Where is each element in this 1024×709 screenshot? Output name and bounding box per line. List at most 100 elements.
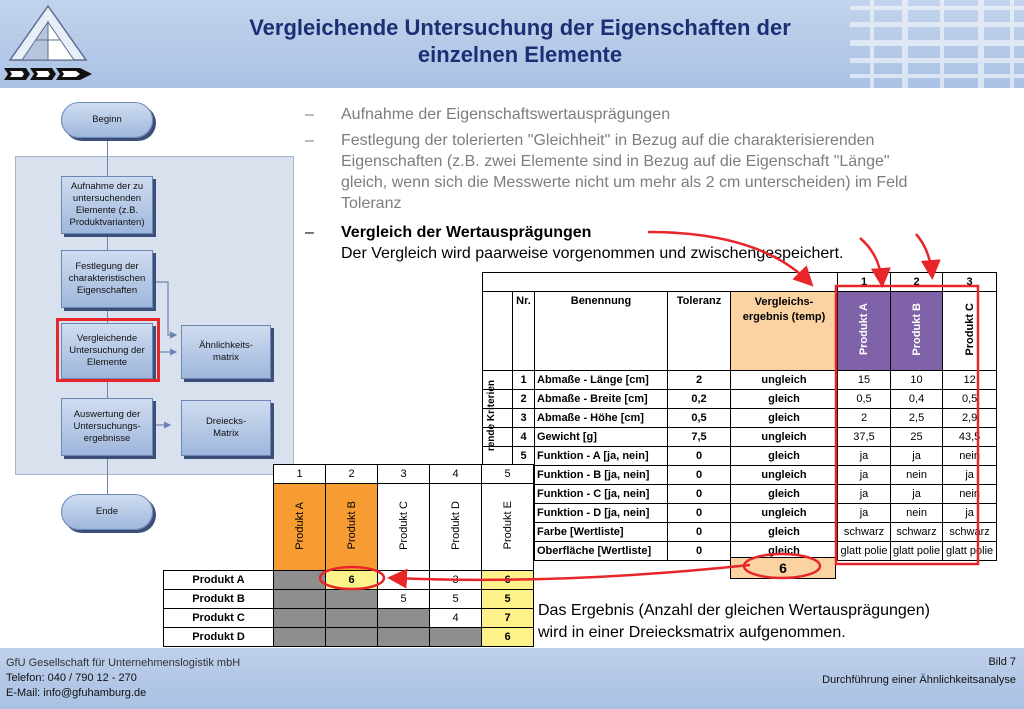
cell-produkt-b: ja [889, 446, 944, 466]
cell-produkt-a: schwarz [837, 522, 891, 542]
matrix-cell: 6 [377, 570, 430, 590]
table-cell [482, 291, 513, 371]
cell-vergleich: gleich [730, 484, 838, 504]
cell-vergleich: ungleich [730, 370, 838, 390]
cell-nr: 5 [512, 446, 535, 466]
header-product: Produkt C [942, 291, 998, 371]
cell-toleranz: 0 [667, 503, 731, 523]
matrix-cell: 5 [481, 589, 534, 609]
cell-benennung: Abmaße - Länge [cm] [534, 370, 668, 390]
cell-toleranz: 0 [667, 465, 731, 485]
cell-benennung: Abmaße - Höhe [cm] [534, 408, 668, 428]
cell-produkt-b: glatt polie [889, 541, 944, 561]
matrix-col-number: 2 [325, 464, 378, 484]
cell-produkt-c: nein [942, 484, 998, 504]
matrix-cell-empty [325, 627, 378, 647]
result-description: Das Ergebnis (Anzahl der gleichen Wertau… [538, 602, 930, 641]
matrix-cell-empty [325, 589, 378, 609]
matrix-cell: 7 [481, 608, 534, 628]
footer-contact: GfU Gesellschaft für Unternehmenslogisti… [6, 656, 240, 701]
cell-vergleich: ungleich [730, 503, 838, 523]
flow-step-vergleichende-untersuchung: Vergleichende Untersuchung der Elemente [61, 323, 153, 379]
cell-produkt-c: schwarz [942, 522, 998, 542]
page-number: Bild 7 [988, 656, 1016, 668]
cell-produkt-a: ja [837, 503, 891, 523]
gfu-logo-icon [4, 4, 92, 80]
cell-produkt-a: ja [837, 484, 891, 504]
cell-produkt-c: 0,5 [942, 389, 998, 409]
cell-produkt-b: nein [889, 503, 944, 523]
header-nr: Nr. [512, 291, 535, 371]
cell-benennung: Farbe [Wertliste] [534, 522, 668, 542]
matrix-header-product: Produkt A [273, 483, 326, 571]
matrix-cell-empty [273, 608, 326, 628]
col-number: 3 [942, 272, 998, 292]
cell-produkt-a: ja [837, 465, 891, 485]
matrix-cell-empty [377, 608, 430, 628]
matrix-cell: 6 [481, 570, 534, 590]
cell-produkt-c: ja [942, 503, 998, 523]
matrix-corner [164, 484, 274, 571]
flow-step-aufnahme: Aufnahme der zu untersuchenden Elemente … [61, 176, 153, 234]
flow-step-festlegung: Festlegung der charakteristischen Eigens… [61, 250, 153, 308]
cell-benennung: Funktion - A [ja, nein] [534, 446, 668, 466]
cell-nr: 3 [512, 408, 535, 428]
header-product: Produkt B [889, 291, 944, 371]
cell-produkt-c: 12 [942, 370, 998, 390]
cell-benennung: Funktion - D [ja, nein] [534, 503, 668, 523]
cell-vergleich: gleich [730, 408, 838, 428]
matrix-cell: 6 [481, 627, 534, 647]
cell-produkt-c: nein [942, 446, 998, 466]
matrix-col-number: 4 [429, 464, 482, 484]
matrix-cell: 4 [429, 608, 482, 628]
cell-produkt-b: schwarz [889, 522, 944, 542]
cell-produkt-a: 37,5 [837, 427, 891, 447]
cell-toleranz: 0,2 [667, 389, 731, 409]
flow-end: Ende [61, 494, 153, 530]
table-corner [482, 272, 838, 292]
matrix-cell: 6 [325, 570, 378, 590]
cell-produkt-b: nein [889, 465, 944, 485]
matrix-row-label: Produkt C [163, 608, 274, 628]
cell-benennung: Funktion - B [ja, nein] [534, 465, 668, 485]
matrix-cell: 3 [429, 570, 482, 590]
col-number: 2 [889, 272, 944, 292]
flow-highlight-frame [56, 318, 160, 382]
matrix-cell: 5 [429, 589, 482, 609]
decorative-pattern-icon [850, 0, 1024, 88]
footer-bar [0, 648, 1024, 709]
cell-vergleich: ungleich [730, 465, 838, 485]
matrix-cell-empty [273, 627, 326, 647]
matrix-cell-empty [429, 627, 482, 647]
cell-produkt-b: 10 [889, 370, 944, 390]
cell-nr: 2 [512, 389, 535, 409]
footer-phone: Telefon: 040 / 790 12 - 270 [6, 672, 137, 684]
cell-produkt-a: glatt polie [837, 541, 891, 561]
cell-vergleich: gleich [730, 389, 838, 409]
matrix-cell-empty [273, 570, 326, 590]
matrix-col-number: 5 [481, 464, 534, 484]
matrix-cell-empty [325, 608, 378, 628]
header-toleranz: Toleranz [667, 291, 731, 371]
matrix-header-product: Produkt E [481, 483, 534, 571]
flow-side-aehnlichkeitsmatrix: Ähnlichkeits- matrix [181, 325, 271, 379]
footer-email[interactable]: E-Mail: info@gfuhamburg.de [6, 687, 147, 699]
cell-toleranz: 0 [667, 522, 731, 542]
matrix-header-product: Produkt D [429, 483, 482, 571]
header-vergleichsergebnis: Vergleichs- ergebnis (temp) [730, 291, 838, 371]
header-benennung: Benennung [534, 291, 668, 371]
cell-produkt-a: 2 [837, 408, 891, 428]
cell-toleranz: 0 [667, 446, 731, 466]
col-number: 1 [837, 272, 891, 292]
cell-produkt-b: 25 [889, 427, 944, 447]
